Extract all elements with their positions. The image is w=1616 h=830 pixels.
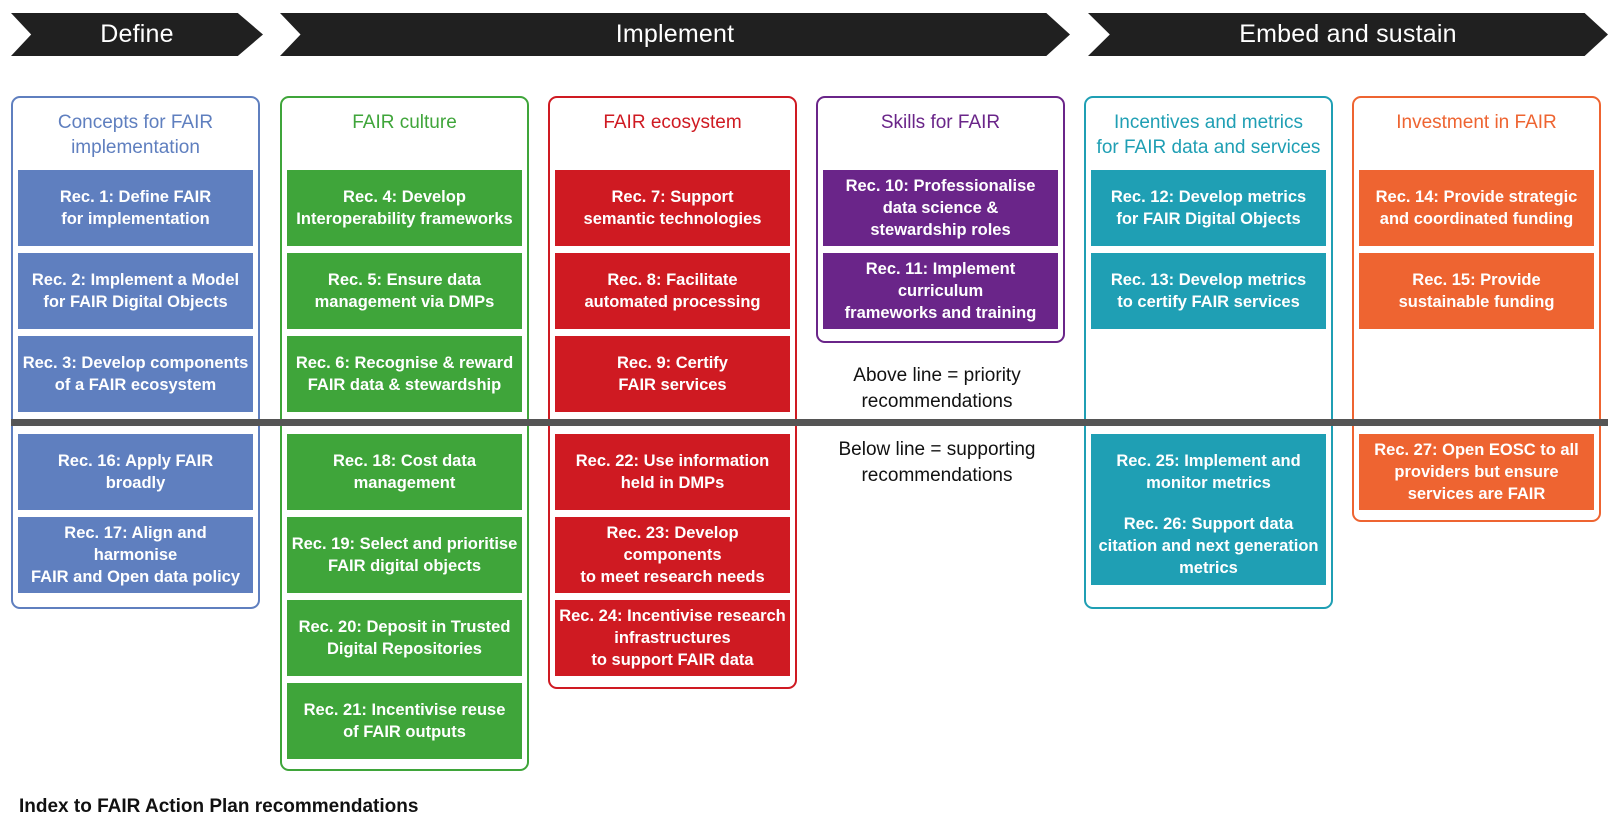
rec-box-culture-1: Rec. 4: Develop Interoperability framewo… (287, 170, 522, 246)
rec-box-incentives-3: Rec. 25: Implement and monitor metrics (1091, 434, 1326, 510)
column-investment: Investment in FAIR Rec. 14: Provide stra… (1352, 96, 1601, 522)
note-above-line: Above line = priority recommendations (853, 365, 1021, 412)
rec-box-ecosystem-6: Rec. 24: Incentivise research infrastruc… (555, 600, 790, 676)
phase-embed-arrow: Embed and sustain (1088, 13, 1608, 56)
priority-divider-line (11, 419, 1608, 426)
rec-box-culture-2: Rec. 5: Ensure data management via DMPs (287, 253, 522, 329)
phase-define-label: Define (100, 20, 174, 48)
rec-box-investment-1: Rec. 14: Provide strategic and coordinat… (1359, 170, 1594, 246)
rec-box-ecosystem-3: Rec. 9: Certify FAIR services (555, 336, 790, 412)
rec-box-concepts-4: Rec. 16: Apply FAIR broadly (18, 434, 253, 510)
column-skills: Skills for FAIR Rec. 10: Professionalise… (816, 96, 1065, 343)
note-below-line: Below line = supporting recommendations (838, 439, 1036, 486)
rec-box-investment-3: Rec. 27: Open EOSC to all providers but … (1359, 434, 1594, 510)
column-concepts: Concepts for FAIR implementation Rec. 1:… (11, 96, 260, 609)
rec-box-concepts-2: Rec. 2: Implement a Model for FAIR Digit… (18, 253, 253, 329)
phase-implement-label: Implement (615, 20, 735, 48)
rec-box-investment-2: Rec. 15: Provide sustainable funding (1359, 253, 1594, 329)
figure-caption: Index to FAIR Action Plan recommendation… (19, 796, 419, 817)
column-incentives: Incentives and metrics for FAIR data and… (1084, 96, 1333, 609)
column-title-culture: FAIR culture (352, 112, 457, 133)
column-title-investment: Investment in FAIR (1396, 112, 1557, 133)
rec-box-incentives-4: Rec. 26: Support data citation and next … (1091, 507, 1326, 585)
rec-box-concepts-3: Rec. 3: Develop components of a FAIR eco… (18, 336, 253, 412)
rec-box-incentives-2: Rec. 13: Develop metrics to certify FAIR… (1091, 253, 1326, 329)
rec-box-culture-6: Rec. 20: Deposit in Trusted Digital Repo… (287, 600, 522, 676)
rec-box-culture-3: Rec. 6: Recognise & reward FAIR data & s… (287, 336, 522, 412)
rec-box-incentives-1: Rec. 12: Develop metrics for FAIR Digita… (1091, 170, 1326, 246)
column-culture: FAIR culture Rec. 4: Develop Interoperab… (280, 96, 529, 771)
rec-box-ecosystem-5: Rec. 23: Develop components to meet rese… (555, 517, 790, 593)
rec-box-ecosystem-1: Rec. 7: Support semantic technologies (555, 170, 790, 246)
rec-box-culture-4: Rec. 18: Cost data management (287, 434, 522, 510)
rec-box-culture-5: Rec. 19: Select and prioritise FAIR digi… (287, 517, 522, 593)
column-title-skills: Skills for FAIR (880, 112, 1001, 133)
phase-implement-arrow: Implement (280, 13, 1070, 56)
column-ecosystem: FAIR ecosystem Rec. 7: Support semantic … (548, 96, 797, 689)
rec-box-ecosystem-4: Rec. 22: Use information held in DMPs (555, 434, 790, 510)
column-title-incentives: Incentives and metrics for FAIR data and… (1096, 112, 1321, 158)
rec-box-concepts-1: Rec. 1: Define FAIR for implementation (18, 170, 253, 246)
phase-embed-label: Embed and sustain (1239, 20, 1457, 48)
column-title-concepts: Concepts for FAIR implementation (57, 112, 214, 158)
column-title-ecosystem: FAIR ecosystem (603, 112, 742, 133)
rec-box-ecosystem-2: Rec. 8: Facilitate automated processing (555, 253, 790, 329)
phase-define-arrow: Define (11, 13, 263, 56)
rec-box-culture-7: Rec. 21: Incentivise reuse of FAIR outpu… (287, 683, 522, 759)
rec-box-concepts-5: Rec. 17: Align and harmonise FAIR and Op… (18, 517, 253, 593)
rec-box-skills-1: Rec. 10: Professionalise data science & … (823, 170, 1058, 246)
rec-box-skills-2: Rec. 11: Implement curriculum frameworks… (823, 253, 1058, 329)
